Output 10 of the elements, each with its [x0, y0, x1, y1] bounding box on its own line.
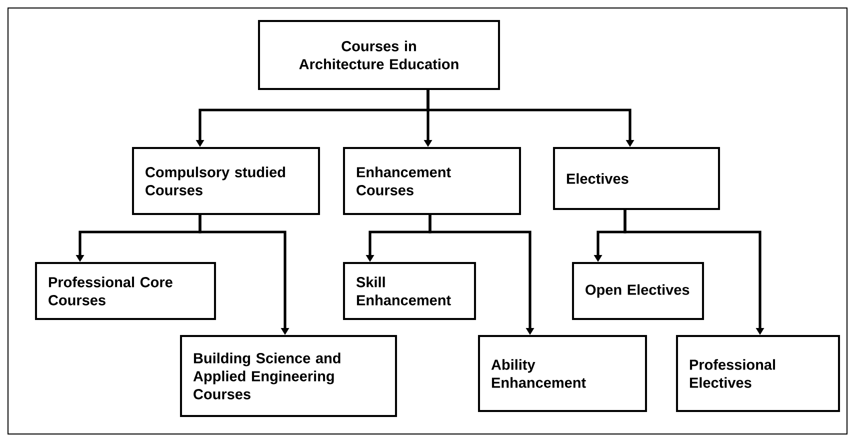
- box: Skill Enhancement: [343, 262, 476, 320]
- box: Professional Core Courses: [35, 262, 216, 320]
- box: Courses in Architecture Education: [258, 20, 500, 90]
- box: Ability Enhancement: [478, 335, 647, 412]
- box: Building Science and Applied Engineering Courses: [180, 335, 397, 417]
- box: Compulsory studied Courses: [132, 147, 320, 215]
- box: Electives: [553, 147, 720, 210]
- box: Professional Electives: [676, 335, 840, 412]
- box: Enhancement Courses: [343, 147, 521, 215]
- box: Open Electives: [572, 262, 704, 320]
